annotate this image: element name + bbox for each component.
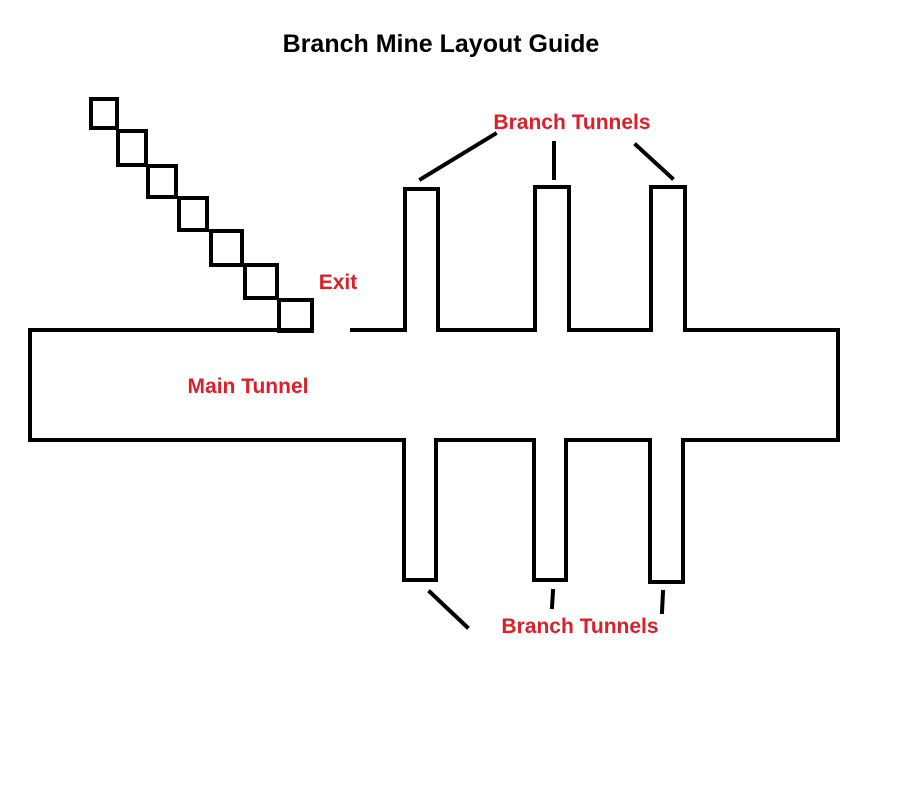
stair-block [116, 129, 148, 167]
main-tunnel-label: Main Tunnel [188, 375, 309, 398]
branch-tunnels-top-label: Branch Tunnels [493, 111, 650, 134]
stair-block [277, 298, 314, 333]
bottom-branch-pointers [427, 588, 666, 630]
pointer-line [659, 589, 666, 615]
pointer-line [633, 142, 675, 181]
exit-staircase [89, 97, 314, 333]
stair-block [243, 263, 279, 300]
exit-label: Exit [319, 271, 358, 294]
stair-block [209, 229, 244, 267]
stair-block [89, 97, 119, 130]
top-branch-pointers [418, 131, 675, 182]
stair-block [146, 164, 178, 199]
pointer-line [418, 131, 498, 182]
diagram-title: Branch Mine Layout Guide [283, 30, 600, 58]
pointer-line [549, 588, 556, 610]
pointer-line [427, 589, 470, 630]
main-tunnel-outline [28, 185, 840, 584]
stair-block [177, 196, 209, 232]
branch-tunnels-bottom-label: Branch Tunnels [501, 615, 658, 638]
